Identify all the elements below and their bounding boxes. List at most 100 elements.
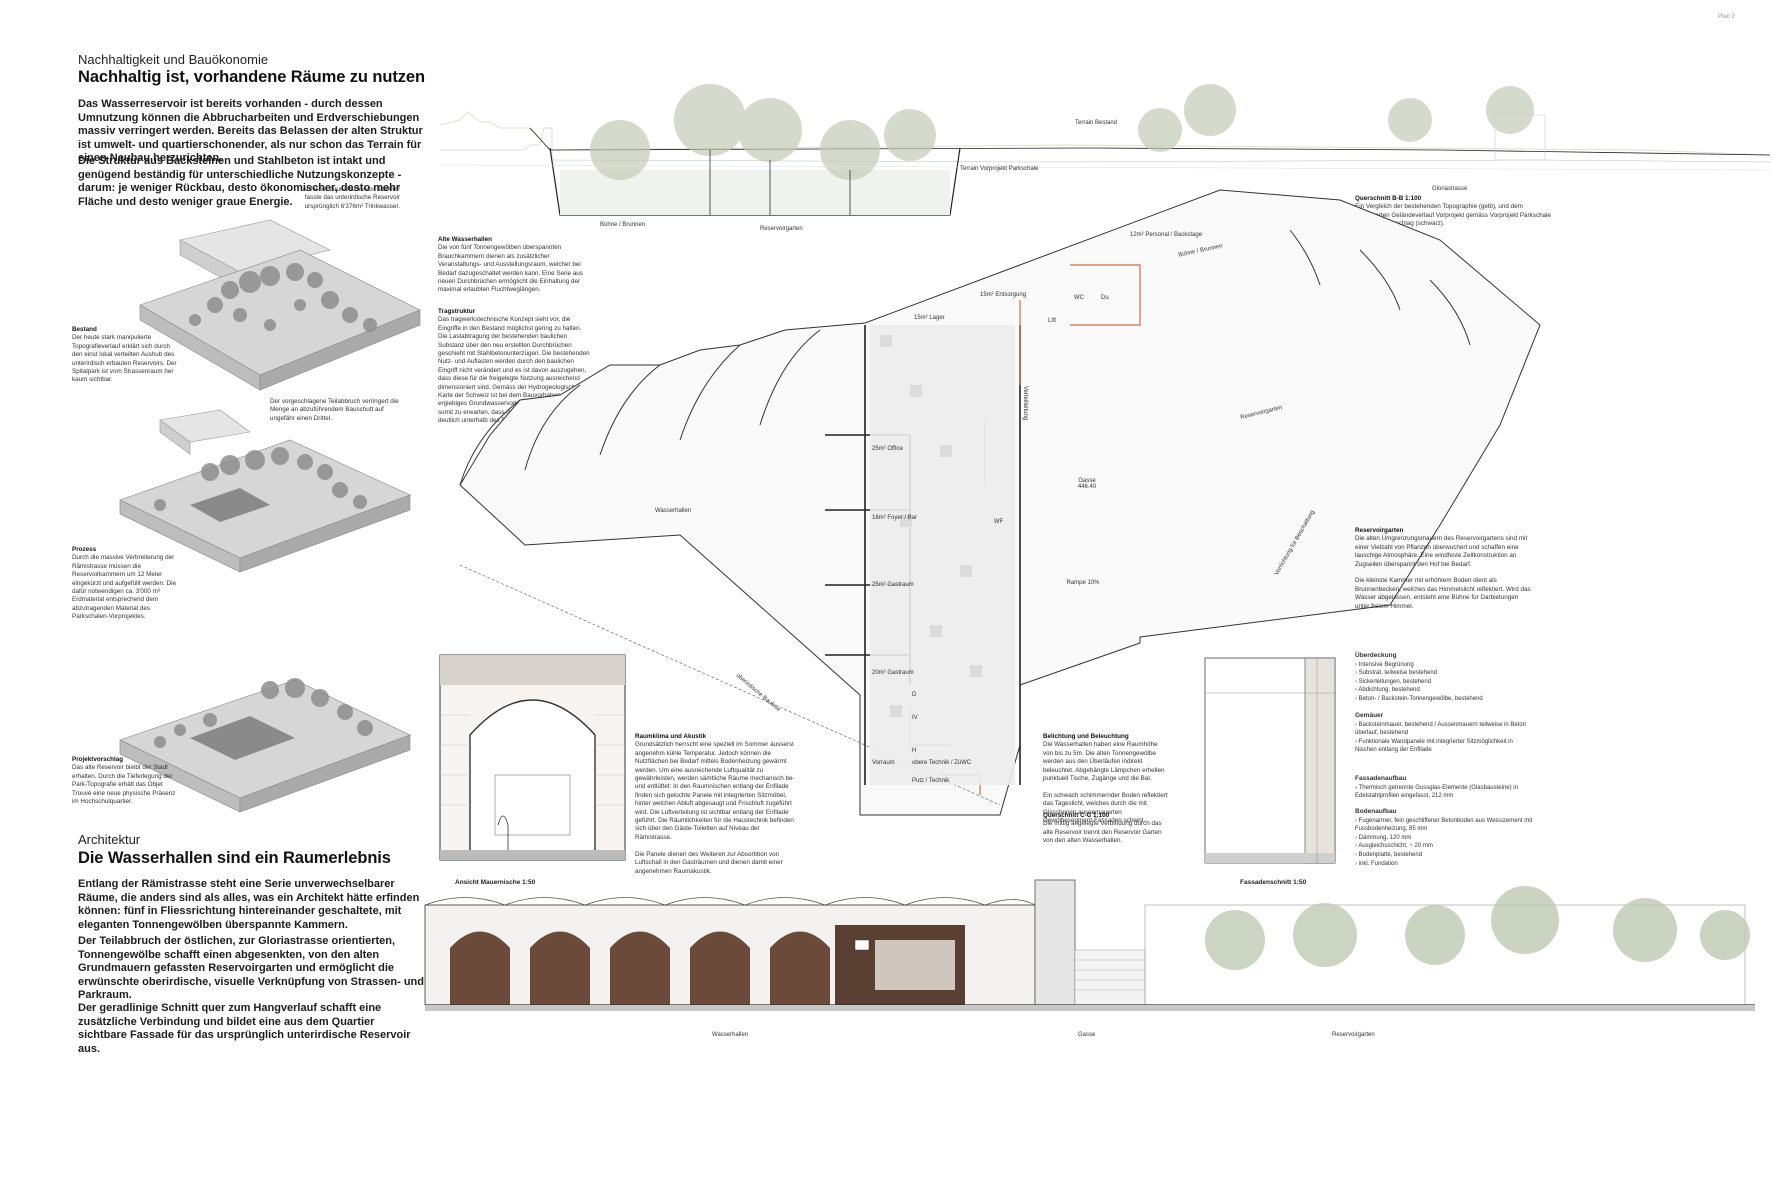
mauernische-title: Ansicht Mauernische 1:50 xyxy=(455,879,536,886)
stage-bestand-text: Der heute stark manipulierte Topografiev… xyxy=(72,334,177,384)
ueberdeckung-item: Sickerleitungen, bestehend xyxy=(1355,678,1535,687)
section-reservoirgarten: Reservoirgarten xyxy=(760,226,803,232)
plan-room-lift: Lift xyxy=(1048,318,1057,324)
architecture-paragraph-3: Der geradlinige Schnitt quer zum Hangver… xyxy=(78,1002,411,1055)
belichtung-text: Die Wasserhallen haben eine Raumhöhe von… xyxy=(1043,741,1165,783)
text-tragstruktur: Tragstruktur Das tragwerkstechnische Kon… xyxy=(438,308,590,426)
elevation-label-wasserhallen: Wasserhallen xyxy=(712,1032,749,1038)
stage-prozess-note: Der vorgeschlagene Teilabbruch verringer… xyxy=(270,398,399,422)
querschnitt-cc-text: Die mittig angelegte Verbindung durch da… xyxy=(1043,820,1162,845)
section-terrain-bestand: Terrain Bestand xyxy=(1075,120,1118,126)
mauernische-drawing xyxy=(439,654,626,861)
alte-wasserhallen-text: Die von fünf Tonnengewölben überspannten… xyxy=(438,244,583,294)
sustainability-paragraph-1: Das Wasserreservoir ist bereits vorhande… xyxy=(78,98,423,165)
layer-boden: Bodenaufbau Fugenarmer, fein geschliffen… xyxy=(1355,808,1535,868)
plan-area-gasse: Gasse 446.40 xyxy=(1077,478,1097,490)
section-bb-drawing xyxy=(439,84,1771,216)
layer-ueberdeckung: Überdeckung Intensive Begrünung Substrat… xyxy=(1355,652,1535,704)
sustainability-headline: Nachhaltig ist, vorhandene Räume zu nutz… xyxy=(78,68,425,86)
layer-fassade: Fassadenaufbau Thermisch getrennte Gussg… xyxy=(1355,775,1535,801)
architecture-headline: Die Wasserhallen sind ein Raumerlebnis xyxy=(78,849,391,867)
architecture-paragraph-1: Entlang der Rämistrasse steht eine Serie… xyxy=(78,878,420,931)
plan-room-putz: Putz / Technik xyxy=(912,778,950,784)
plan-room-office: 25m² Office xyxy=(872,446,903,452)
plan-area-rampe: Rampe 10% xyxy=(1066,580,1100,586)
sustainability-kicker: Nachhaltigkeit und Bauökonomie xyxy=(78,52,269,67)
plan-room-foyer: 18m² Foyer / Bar xyxy=(872,515,918,521)
ueberdeckung-item: Beton- / Backstein-Tonnengewölbe, besteh… xyxy=(1355,695,1535,704)
elevation-label-gasse: Gasse xyxy=(1078,1032,1096,1038)
text-raumklima: Raumklima und Akustik Grundsätzlich herr… xyxy=(635,733,795,876)
reservoirgarten-text-2: Die kleinste Kammer mit erhöhtem Boden d… xyxy=(1355,577,1531,610)
stage-prozess-text: Durch die massive Verbreiterung der Rämi… xyxy=(72,554,176,621)
text-belichtung: Belichtung und Beleuchtung Die Wasserhal… xyxy=(1043,733,1168,825)
stage-bestand-caption: Bestand Der heute stark manipulierte Top… xyxy=(72,326,182,385)
longitudinal-elevation xyxy=(424,879,1755,1011)
querschnitt-cc-title: Querschnitt C-C 1:100 xyxy=(1043,812,1110,819)
tragstruktur-text: Das tragwerkstechnische Konzept sieht vo… xyxy=(438,316,590,425)
boden-item: Fugenarmer, fein geschliffener Betonbode… xyxy=(1355,817,1535,834)
boden-item: Dämmung, 120 mm xyxy=(1355,834,1535,843)
gemaeuer-title: Gemäuer xyxy=(1355,712,1384,719)
stage-projektvorschlag-caption: Projektvorschlag Das alte Reservoir blei… xyxy=(72,756,180,806)
plan-room-du: Du xyxy=(1101,295,1109,301)
plan-room-vorraum: Vorraum xyxy=(872,760,895,766)
page-number: Plan 2 xyxy=(1718,14,1736,20)
text-reservoirgarten: Reservoirgarten Die alten Umgrenzungsmau… xyxy=(1355,527,1533,611)
raumklima-title: Raumklima und Akustik xyxy=(635,733,707,740)
boden-item: inkl. Fundation xyxy=(1355,860,1535,869)
fassadenschnitt-drawing xyxy=(1204,657,1336,864)
boden-title: Bodenaufbau xyxy=(1355,808,1397,815)
boden-item: Ausgleichsschicht, ~ 20 mm xyxy=(1355,842,1535,851)
axonometry-projektvorschlag xyxy=(119,678,411,813)
reservoirgarten-text: Die alten Umgrenzungsmauern des Reservoi… xyxy=(1355,535,1528,568)
text-alte-wasserhallen: Alte Wasserhallen Die von fünf Tonnengew… xyxy=(438,236,590,295)
plan-room-wf: WF xyxy=(994,519,1004,525)
belichtung-title: Belichtung und Beleuchtung xyxy=(1043,733,1129,740)
architecture-paragraph-2: Der Teilabbruch der östlichen, zur Glori… xyxy=(78,935,424,1002)
stage-prozess-caption: Prozess Durch die massive Verbreiterung … xyxy=(72,546,180,622)
stage-bestand-note: Auf einer Grundfläche von 1'800m² fasste… xyxy=(302,186,400,210)
plan-room-personal: 12m² Personal / Backstage xyxy=(1130,232,1203,238)
fassadenschnitt-title: Fassadenschnitt 1:50 xyxy=(1240,879,1307,886)
architecture-kicker: Architektur xyxy=(78,832,141,847)
stage-projektvorschlag-title: Projektvorschlag xyxy=(72,756,124,763)
plan-room-technik: obere Technik / ZüWC xyxy=(912,760,972,766)
raumklima-text-2: Die Panele dienen des Weiteren zur Absor… xyxy=(635,850,783,875)
elevation-label-reservoirgarten: Reservoirgarten xyxy=(1332,1032,1375,1038)
plan-room-entsorgung: 15m² Entsorgung xyxy=(980,292,1027,298)
section-buehne: Bühne / Brunnen xyxy=(600,222,646,228)
section-gloriastrasse: Gloriastrasse xyxy=(1432,186,1468,192)
ueberdeckung-item: Intensive Begrünung xyxy=(1355,661,1535,670)
ueberdeckung-title: Überdeckung xyxy=(1355,652,1397,659)
boden-item: Bodenplatte, bestehend xyxy=(1355,851,1535,860)
plan-area-wasserhallen: Wasserhallen xyxy=(655,508,692,514)
section-terrain-vorprojekt: Terrain Vorprojekt Parkschale xyxy=(960,166,1039,172)
plan-room-iv: IV xyxy=(912,715,918,721)
reservoirgarten-title: Reservoirgarten xyxy=(1355,527,1404,534)
plan-room-d: D xyxy=(912,692,917,698)
sustainability-paragraph-2: Die Struktur aus Backsteinen und Stahlbe… xyxy=(78,155,402,208)
plan-room-lager: 15m² Lager xyxy=(914,315,945,321)
tragstruktur-title: Tragstruktur xyxy=(438,308,476,315)
fassade-item: Thermisch getrennte Gussglas-Elemente (G… xyxy=(1355,784,1535,801)
floor-plan-drawing xyxy=(459,189,1541,816)
plan-room-h: H xyxy=(912,748,917,754)
stage-bestand-title: Bestand xyxy=(72,326,97,333)
plan-area-verteilleitung: Verteilleitung xyxy=(1022,385,1029,421)
stage-prozess-title: Prozess xyxy=(72,546,97,553)
belichtung-text-2: Ein schwach schimmernder Boden reflektie… xyxy=(1043,791,1168,825)
axonometry-prozess xyxy=(119,409,411,573)
section-bb-title: Querschnitt B-B 1:100 xyxy=(1355,195,1422,202)
alte-wasserhallen-title: Alte Wasserhallen xyxy=(438,236,493,243)
gemaeuer-item: Backsteinmauer, bestehend / Aussenmauern… xyxy=(1355,721,1535,738)
text-querschnitt-cc: Querschnitt C-C 1:100 Die mittig angeleg… xyxy=(1043,812,1168,846)
ueberdeckung-item: Abdichtung, bestehend xyxy=(1355,686,1535,695)
axonometry-bestand xyxy=(139,219,421,391)
gemaeuer-item: Funktionale Wandpanele mit integrierter … xyxy=(1355,738,1535,755)
plan-room-gastraum-2: 20m² Gastraum xyxy=(872,670,914,676)
fassade-title: Fassadenaufbau xyxy=(1355,775,1407,782)
ueberdeckung-item: Substrat, teilweise bestehend xyxy=(1355,669,1535,678)
plan-room-gastraum-1: 25m² Gastraum xyxy=(872,582,914,588)
raumklima-text: Grundsätzlich herrscht eine speziell im … xyxy=(635,741,795,841)
